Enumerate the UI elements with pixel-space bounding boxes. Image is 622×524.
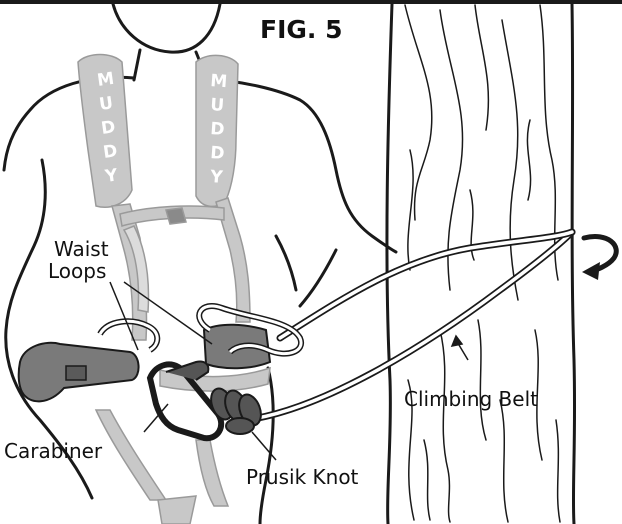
- strap-letter: M: [210, 71, 228, 92]
- top-border: [0, 0, 622, 4]
- strap-letter: D: [100, 117, 117, 139]
- strap-letter: D: [210, 143, 225, 164]
- prusik-knot: [207, 386, 265, 434]
- buckle-handle: [19, 343, 139, 402]
- strap-letter: D: [102, 141, 119, 163]
- strap-letter: M: [96, 69, 116, 91]
- waist-loops-label-line1: Waist: [54, 237, 109, 261]
- strap-letter: D: [210, 119, 225, 140]
- waist-loops-label-line2: Loops: [48, 259, 106, 283]
- figure-title: FIG. 5: [260, 15, 343, 44]
- strap-letter: Y: [209, 167, 224, 188]
- rotation-arrow-icon: [582, 237, 616, 280]
- prusik-knot-label: Prusik Knot: [246, 465, 359, 489]
- strap-letter: U: [98, 93, 114, 115]
- carabiner-label: Carabiner: [4, 439, 103, 463]
- strap-letter: U: [210, 95, 225, 116]
- climbing-belt-label: Climbing Belt: [404, 387, 538, 411]
